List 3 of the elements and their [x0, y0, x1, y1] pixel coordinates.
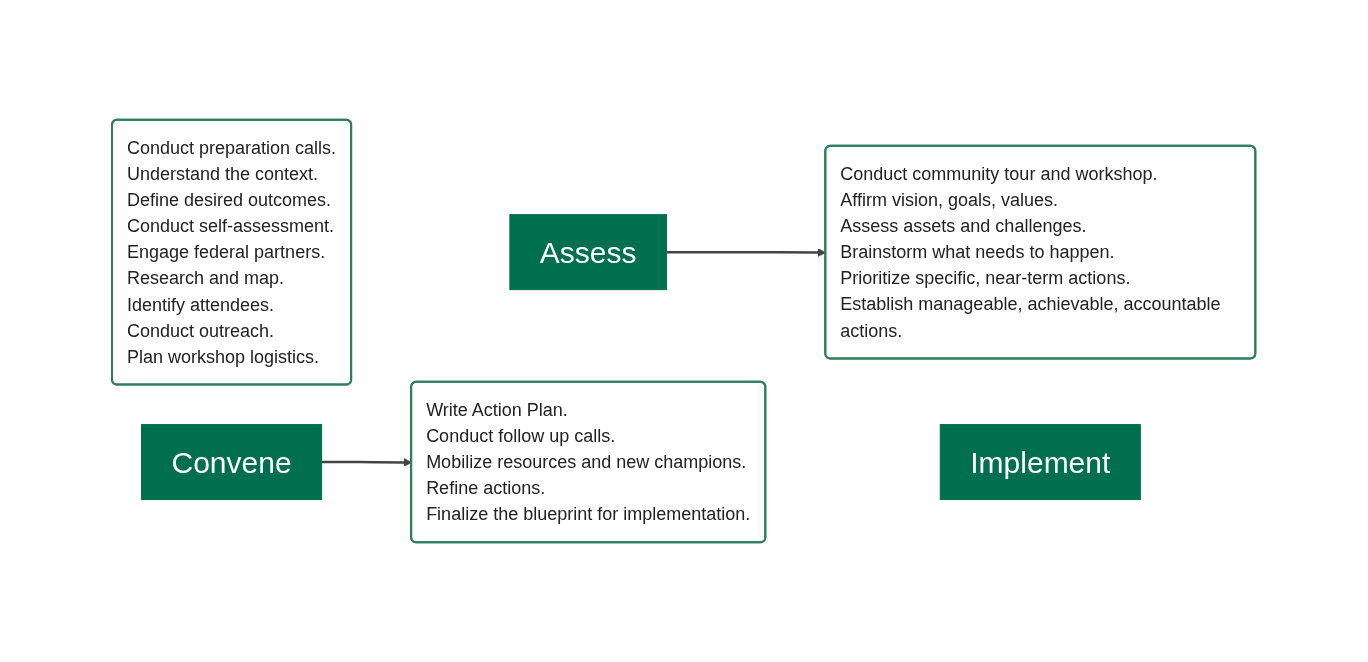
node-box: Convene — [141, 424, 323, 501]
node-box: Assess — [509, 214, 668, 291]
node-box: Implement — [940, 424, 1142, 501]
